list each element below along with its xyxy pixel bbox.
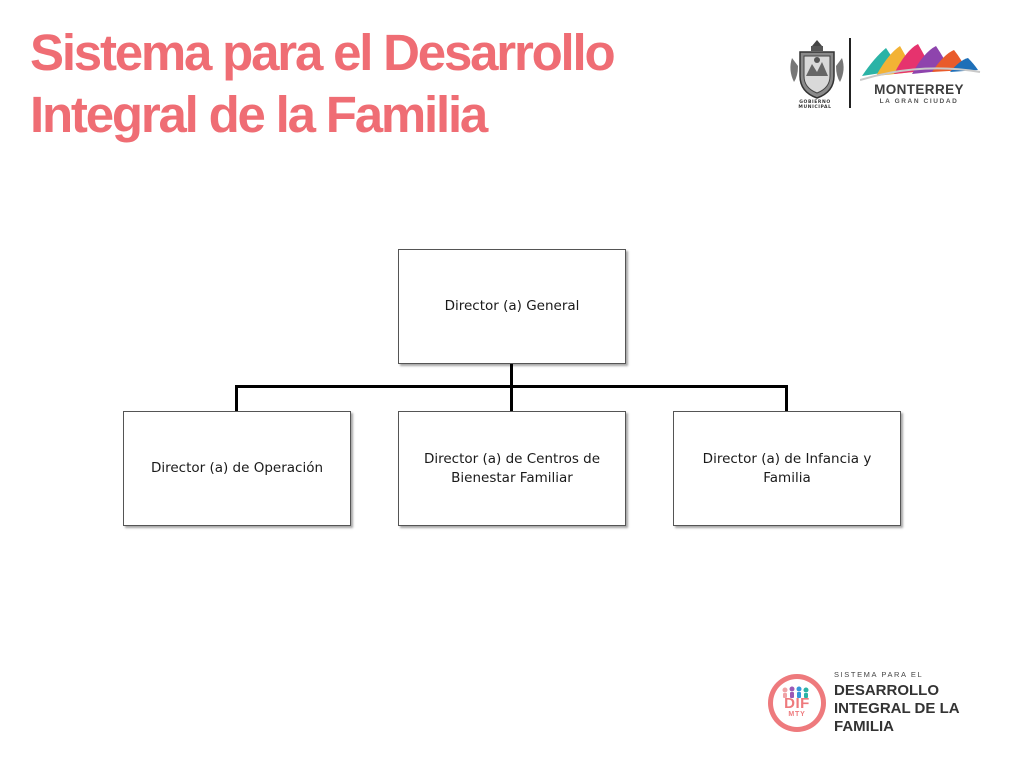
dif-eyebrow: SISTEMA PARA EL <box>834 670 924 679</box>
org-node-director-centros-bienestar[interactable]: Director (a) de Centros de Bienestar Fam… <box>398 411 626 526</box>
connector-to-child-3 <box>785 385 788 411</box>
header-logos: GOBIERNO MUNICIPAL MONTERREY LA GRAN CIU… <box>786 36 982 112</box>
family-people-icon <box>781 686 813 698</box>
dif-wordmark-line-3: FAMILIA <box>834 718 894 735</box>
dif-emblem: DIF MTY <box>768 674 826 732</box>
municipal-seal-icon: GOBIERNO MUNICIPAL <box>786 36 848 110</box>
dif-logo: DIF MTY SISTEMA PARA EL DESARROLLO INTEG… <box>768 668 988 740</box>
org-node-label: Director (a) General <box>444 298 580 314</box>
page-title-line-1: Sistema para el Desarrollo <box>30 24 616 81</box>
dif-wordmark-line-2: INTEGRAL DE LA <box>834 700 960 717</box>
logo-divider <box>849 38 851 108</box>
dif-mark-text: DIF <box>784 695 810 712</box>
monterrey-mountains-icon <box>860 40 982 82</box>
page-title: Sistema para el Desarrollo Integral de l… <box>30 22 616 146</box>
org-node-label: Director (a) de Operación <box>150 460 324 476</box>
org-node-label: Director (a) de Infancia y Familia <box>702 450 872 486</box>
monterrey-tagline: LA GRAN CIUDAD <box>879 98 959 105</box>
connector-to-child-1 <box>235 385 238 411</box>
monterrey-wordmark: MONTERREY <box>874 82 964 97</box>
page-title-line-2: Integral de la Familia <box>30 86 488 143</box>
org-node-director-infancia-familia[interactable]: Director (a) de Infancia y Familia <box>673 411 901 526</box>
seal-caption: GOBIERNO MUNICIPAL <box>798 100 832 110</box>
dif-wordmark-line-1: DESARROLLO <box>834 682 939 699</box>
dif-mark-city: MTY <box>788 711 806 718</box>
connector-root-down <box>510 364 513 387</box>
org-node-label: Director (a) de Centros de Bienestar Fam… <box>423 450 601 486</box>
connector-to-child-2 <box>510 385 513 411</box>
org-node-director-general[interactable]: Director (a) General <box>398 249 626 364</box>
org-node-director-operacion[interactable]: Director (a) de Operación <box>123 411 351 526</box>
